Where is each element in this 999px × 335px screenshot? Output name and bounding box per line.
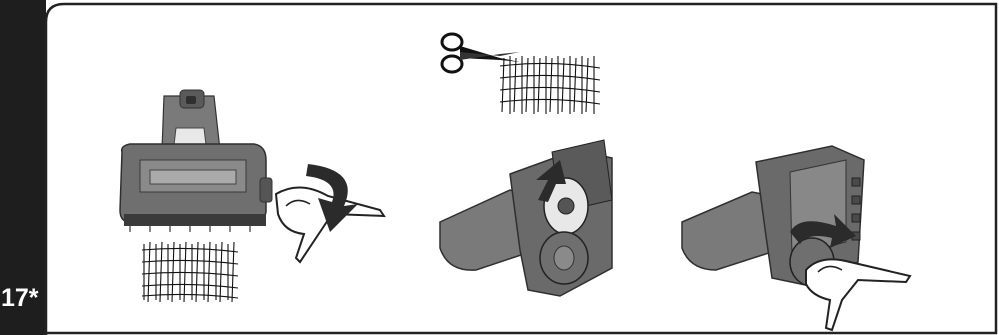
scissors-icon xyxy=(442,34,520,72)
roller-reinsert-twist xyxy=(682,146,910,330)
turbo-brush-front-view xyxy=(120,90,384,302)
scissors-cutting-hair xyxy=(442,34,600,114)
roller-removal xyxy=(440,140,612,296)
hair-clump xyxy=(500,56,600,114)
hair-roll-1 xyxy=(142,242,238,302)
